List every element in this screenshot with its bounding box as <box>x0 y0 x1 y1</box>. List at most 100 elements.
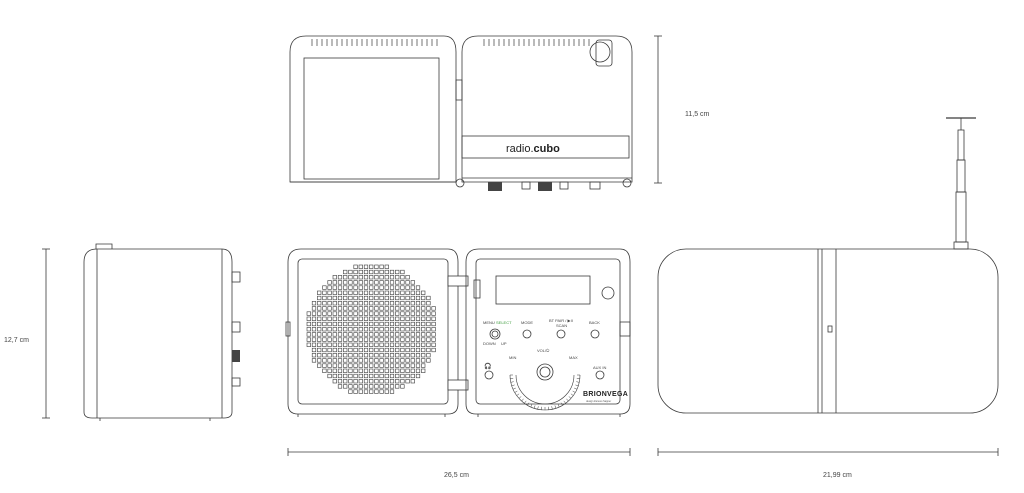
grille-hole <box>327 316 332 321</box>
grille-hole <box>358 373 363 379</box>
grille-hole <box>400 306 405 311</box>
grille-hole <box>395 295 400 301</box>
grille-hole <box>353 321 358 327</box>
grille-hole <box>369 321 374 327</box>
grille-hole <box>379 311 384 316</box>
grille-hole <box>348 327 353 332</box>
grille-hole <box>343 327 348 332</box>
grille-hole <box>410 332 415 337</box>
speaker-grille <box>306 264 436 394</box>
grille-hole <box>322 285 327 290</box>
grille-hole <box>389 363 395 368</box>
grille-hole <box>395 373 400 379</box>
grille-hole <box>353 285 358 290</box>
grille-hole <box>395 280 400 285</box>
grille-hole <box>363 389 369 394</box>
grille-hole <box>327 358 332 363</box>
grille-hole <box>369 316 374 321</box>
grille-hole <box>363 321 369 327</box>
grille-hole <box>363 368 369 373</box>
grille-hole <box>327 342 332 347</box>
grille-hole <box>353 368 358 373</box>
grille-hole <box>426 337 431 342</box>
dial-tick <box>563 400 566 404</box>
grille-hole <box>317 295 322 301</box>
grille-hole <box>348 269 353 275</box>
grille-hole <box>348 347 353 353</box>
button-label-back: BACK <box>589 320 600 325</box>
grille-hole <box>384 290 389 295</box>
grille-hole <box>363 337 369 342</box>
grille-hole <box>379 321 384 327</box>
grille-hole <box>353 290 358 295</box>
grille-hole <box>369 290 374 295</box>
grille-hole <box>337 301 343 306</box>
grille-hole <box>410 280 415 285</box>
grille-hole <box>369 358 374 363</box>
grille-hole <box>415 285 421 290</box>
front-view: MENU SELECT DOWN UP MODE BT PAIR / ▶II S… <box>285 248 631 417</box>
back-view <box>657 117 999 414</box>
button-label-scan: SCAN <box>556 323 567 328</box>
grille-hole <box>311 321 317 327</box>
headphone-icon: 🎧 <box>484 362 491 370</box>
grille-hole <box>343 353 348 358</box>
grille-hole <box>322 358 327 363</box>
grille-hole <box>384 311 389 316</box>
grille-hole <box>395 342 400 347</box>
grille-hole <box>358 389 363 394</box>
button-label-down: DOWN <box>483 341 496 346</box>
grille-hole <box>410 353 415 358</box>
grille-hole <box>348 295 353 301</box>
grille-hole <box>369 306 374 311</box>
grille-hole <box>343 269 348 275</box>
grille-hole <box>353 327 358 332</box>
grille-hole <box>395 290 400 295</box>
grille-hole <box>353 311 358 316</box>
dial-tick <box>518 396 522 399</box>
grille-hole <box>431 327 436 332</box>
grille-hole <box>358 379 363 384</box>
grille-hole <box>395 275 400 280</box>
grille-hole <box>400 311 405 316</box>
grille-hole <box>369 379 374 384</box>
grille-hole <box>384 373 389 379</box>
dial-tick <box>554 405 557 409</box>
grille-hole <box>358 285 363 290</box>
grille-hole <box>353 347 358 353</box>
grille-hole <box>317 342 322 347</box>
grille-hole <box>415 295 421 301</box>
grille-hole <box>353 269 358 275</box>
grille-hole <box>405 285 410 290</box>
grille-hole <box>348 290 353 295</box>
grille-hole <box>415 363 421 368</box>
grille-hole <box>395 368 400 373</box>
grille-hole <box>431 347 436 353</box>
grille-hole <box>426 342 431 347</box>
grille-hole <box>405 342 410 347</box>
grille-hole <box>374 379 379 384</box>
grille-hole <box>374 285 379 290</box>
grille-hole <box>332 306 337 311</box>
grille-hole <box>306 311 311 316</box>
grille-hole <box>405 358 410 363</box>
grille-hole <box>317 306 322 311</box>
grille-hole <box>327 280 332 285</box>
grille-hole <box>379 358 384 363</box>
grille-hole <box>311 327 317 332</box>
grille-hole <box>317 347 322 353</box>
grille-hole <box>337 373 343 379</box>
grille-hole <box>353 373 358 379</box>
grille-hole <box>337 321 343 327</box>
grille-hole <box>348 342 353 347</box>
dial-label-vol: VOL/⏻ <box>537 348 550 353</box>
grille-hole <box>369 337 374 342</box>
grille-hole <box>358 384 363 389</box>
grille-hole <box>306 337 311 342</box>
grille-hole <box>337 275 343 280</box>
grille-hole <box>327 363 332 368</box>
grille-hole <box>337 347 343 353</box>
grille-hole <box>426 358 431 363</box>
dim-label-height-side: 12,7 cm <box>4 337 29 344</box>
grille-hole <box>317 301 322 306</box>
